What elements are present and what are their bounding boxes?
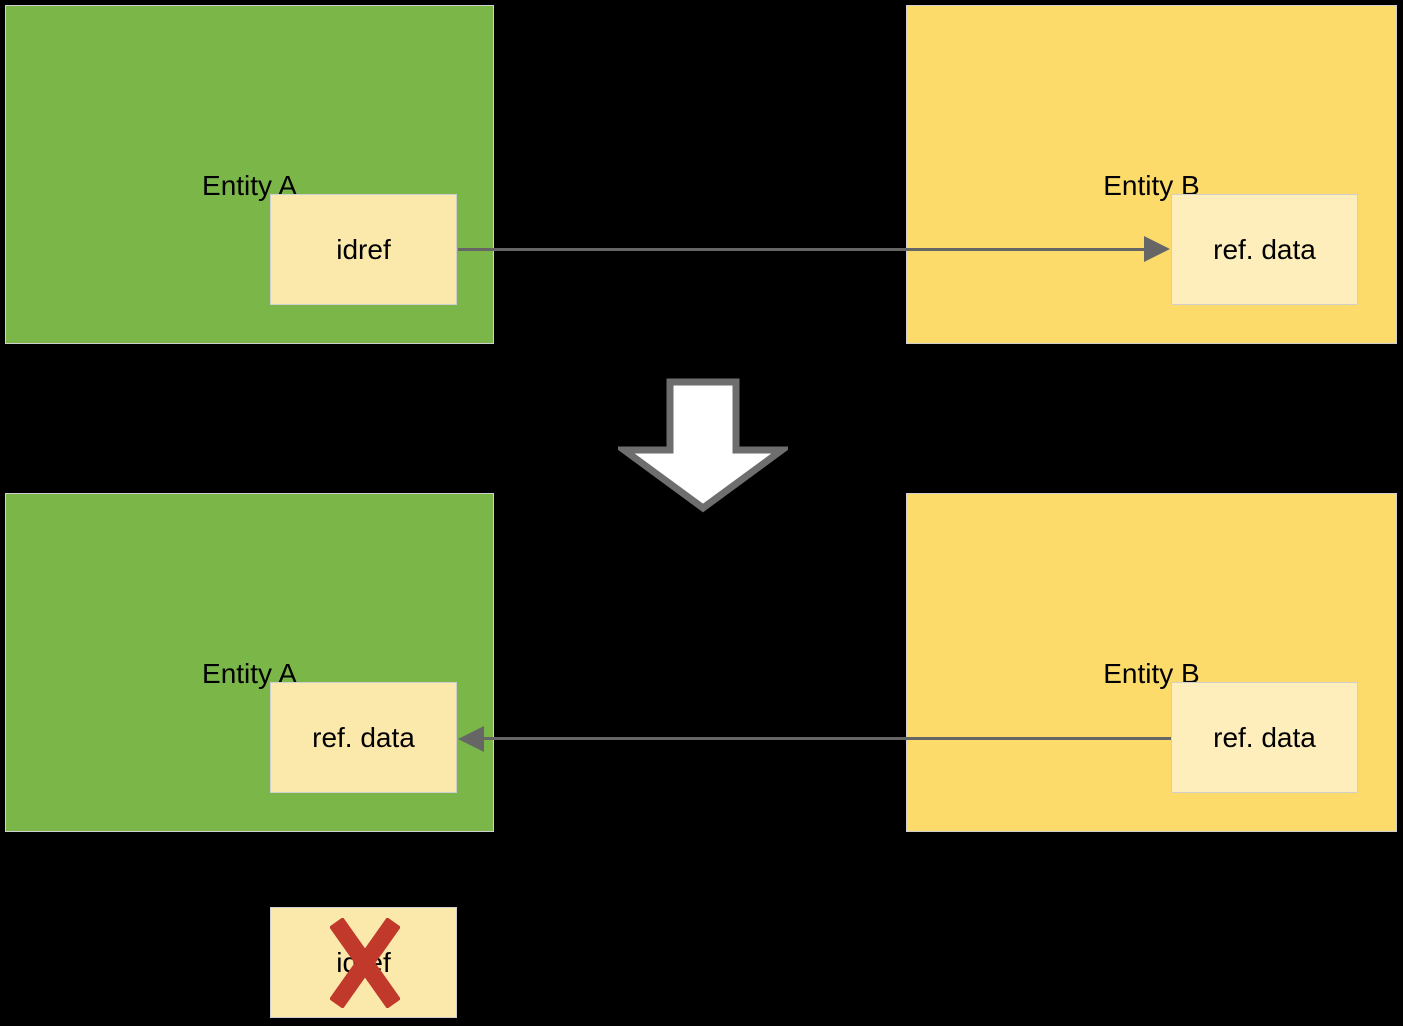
connector-after-line <box>484 737 1171 740</box>
down-arrow-svg <box>613 378 793 513</box>
entity-a-before[interactable]: Entity A <box>5 5 494 344</box>
field-refdata-b-before-label: ref. data <box>1213 233 1316 265</box>
down-arrow-icon <box>613 378 793 513</box>
field-refdata-b-after[interactable]: ref. data <box>1171 682 1358 793</box>
connector-before-line <box>458 248 1145 251</box>
field-idref-before-label: idref <box>336 233 391 265</box>
field-refdata-a-after[interactable]: ref. data <box>270 682 457 793</box>
connector-before-arrowhead-right-icon <box>1144 236 1170 262</box>
field-refdata-a-after-label: ref. data <box>312 721 415 753</box>
field-refdata-b-after-label: ref. data <box>1213 721 1316 753</box>
field-refdata-b-before[interactable]: ref. data <box>1171 194 1358 305</box>
connector-after-arrowhead-left-icon <box>458 726 484 752</box>
field-idref-removed-label: idref <box>336 946 391 978</box>
field-idref-removed[interactable]: idref <box>270 907 457 1018</box>
field-idref-before[interactable]: idref <box>270 194 457 305</box>
